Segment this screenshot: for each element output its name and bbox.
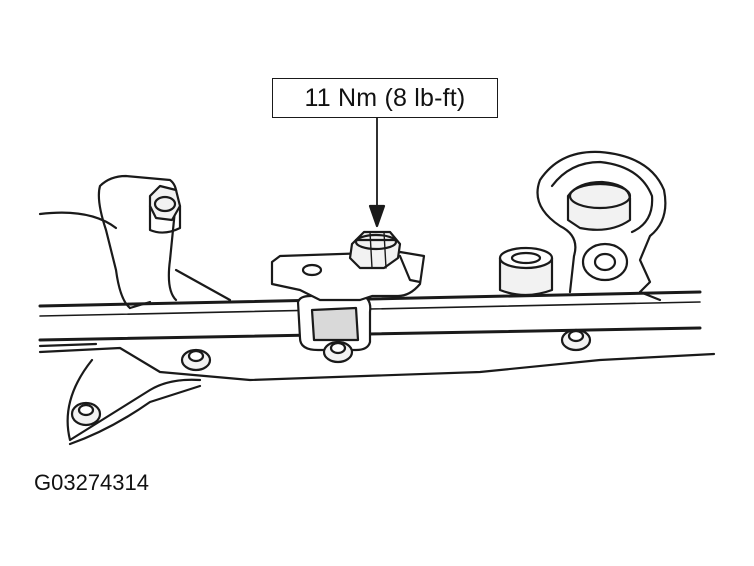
lower-housing-bottom <box>68 384 202 446</box>
figure-id: G03274314 <box>34 470 149 495</box>
spacer-sleeve <box>498 246 554 297</box>
lower-bolt-icons <box>70 328 592 427</box>
torque-callout: 11 Nm (8 lb-ft) <box>272 78 498 118</box>
right-bracket <box>536 150 667 302</box>
mounting-flange <box>270 250 426 302</box>
lower-housing-edge <box>66 358 202 442</box>
left-bracket <box>38 174 232 310</box>
left-bracket-bolt-icon <box>148 184 182 234</box>
hex-bolt-icon <box>348 230 402 270</box>
tube-clamp <box>296 292 372 352</box>
lower-housing <box>38 342 716 382</box>
torque-label: 11 Nm (8 lb-ft) <box>304 83 466 112</box>
callout-arrowhead <box>368 204 386 228</box>
